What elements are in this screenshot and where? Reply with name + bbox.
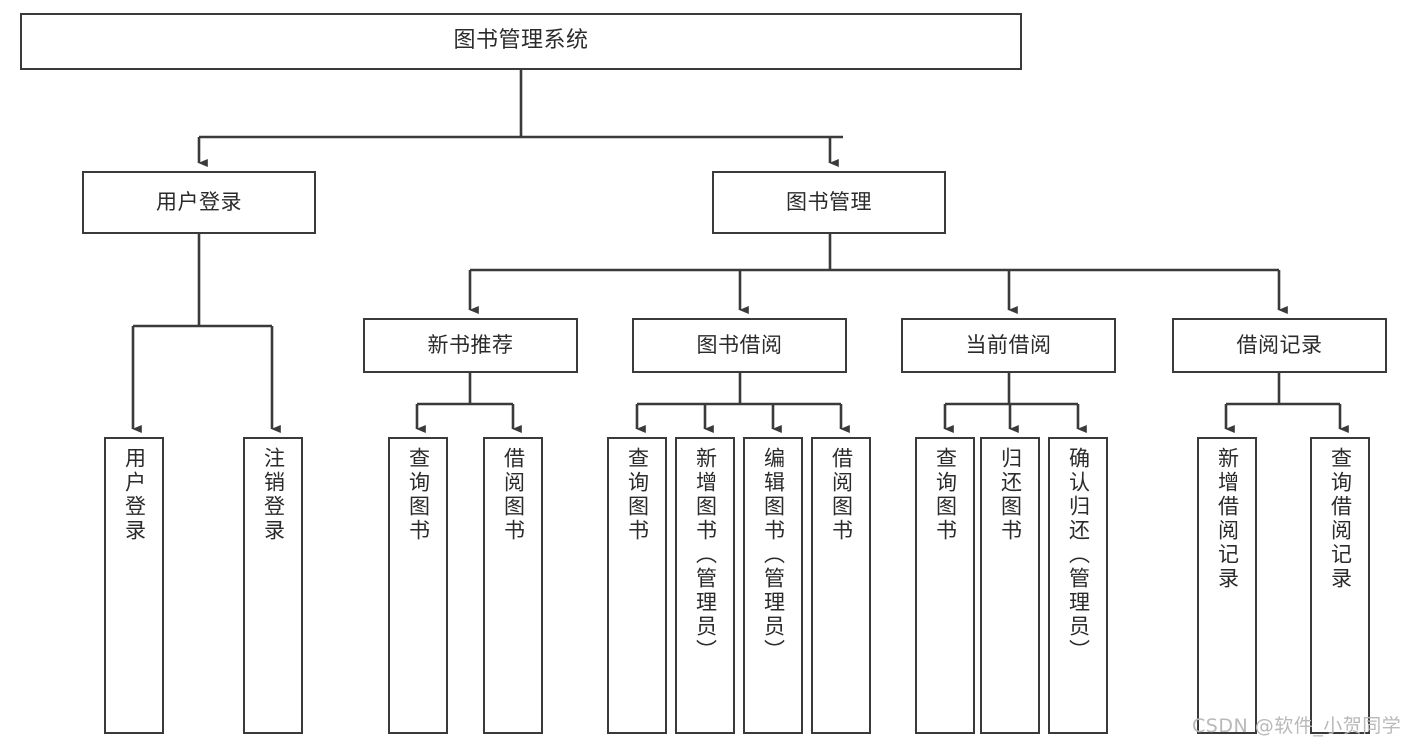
- node-book-borrow-label: 图书借阅: [696, 332, 783, 357]
- node-leaf-logout-label: 注销登录: [261, 447, 286, 543]
- node-root[interactable]: 图书管理系统: [20, 13, 1022, 70]
- node-current-borrow-label: 当前借阅: [965, 332, 1052, 357]
- node-new-book-rec-label: 新书推荐: [427, 332, 514, 357]
- node-current-borrow[interactable]: 当前借阅: [901, 318, 1116, 373]
- node-leaf-edit-book-admin[interactable]: 编辑图书（管理员）: [743, 437, 803, 734]
- node-leaf-borrow-book-1-label: 借阅图书: [501, 447, 526, 543]
- node-leaf-query-book-1[interactable]: 查询图书: [388, 437, 448, 734]
- node-leaf-query-book-2[interactable]: 查询图书: [607, 437, 667, 734]
- csdn-watermark: CSDN @软件_小贺同学: [1192, 715, 1402, 737]
- node-root-label: 图书管理系统: [453, 28, 589, 54]
- node-user-login-label: 用户登录: [156, 189, 242, 214]
- node-leaf-query-book-3-label: 查询图书: [933, 447, 958, 543]
- node-leaf-query-book-1-label: 查询图书: [406, 447, 431, 543]
- node-leaf-edit-book-admin-label: 编辑图书（管理员）: [761, 447, 786, 663]
- node-leaf-return-book[interactable]: 归还图书: [980, 437, 1040, 734]
- node-borrow-record-label: 借阅记录: [1236, 332, 1323, 357]
- node-leaf-query-borrow-record-label: 查询借阅记录: [1328, 447, 1353, 591]
- node-leaf-query-book-2-label: 查询图书: [625, 447, 650, 543]
- node-new-book-rec[interactable]: 新书推荐: [363, 318, 578, 373]
- node-book-manage-label: 图书管理: [786, 189, 872, 214]
- node-leaf-borrow-book-2[interactable]: 借阅图书: [811, 437, 871, 734]
- node-leaf-add-borrow-record[interactable]: 新增借阅记录: [1197, 437, 1257, 734]
- node-book-manage[interactable]: 图书管理: [712, 171, 946, 234]
- node-leaf-user-login-label: 用户登录: [122, 447, 147, 543]
- node-leaf-query-borrow-record[interactable]: 查询借阅记录: [1310, 437, 1370, 734]
- node-borrow-record[interactable]: 借阅记录: [1172, 318, 1387, 373]
- node-leaf-add-book-admin-label: 新增图书（管理员）: [693, 447, 718, 663]
- node-book-borrow[interactable]: 图书借阅: [632, 318, 847, 373]
- node-leaf-confirm-return-admin[interactable]: 确认归还（管理员）: [1048, 437, 1108, 734]
- node-leaf-confirm-return-admin-label: 确认归还（管理员）: [1066, 447, 1091, 663]
- node-leaf-borrow-book-2-label: 借阅图书: [829, 447, 854, 543]
- node-leaf-return-book-label: 归还图书: [998, 447, 1023, 543]
- node-leaf-borrow-book-1[interactable]: 借阅图书: [483, 437, 543, 734]
- node-leaf-add-borrow-record-label: 新增借阅记录: [1215, 447, 1240, 591]
- node-leaf-query-book-3[interactable]: 查询图书: [915, 437, 975, 734]
- node-leaf-user-login[interactable]: 用户登录: [104, 437, 164, 734]
- node-leaf-logout[interactable]: 注销登录: [243, 437, 303, 734]
- node-user-login[interactable]: 用户登录: [82, 171, 316, 234]
- node-leaf-add-book-admin[interactable]: 新增图书（管理员）: [675, 437, 735, 734]
